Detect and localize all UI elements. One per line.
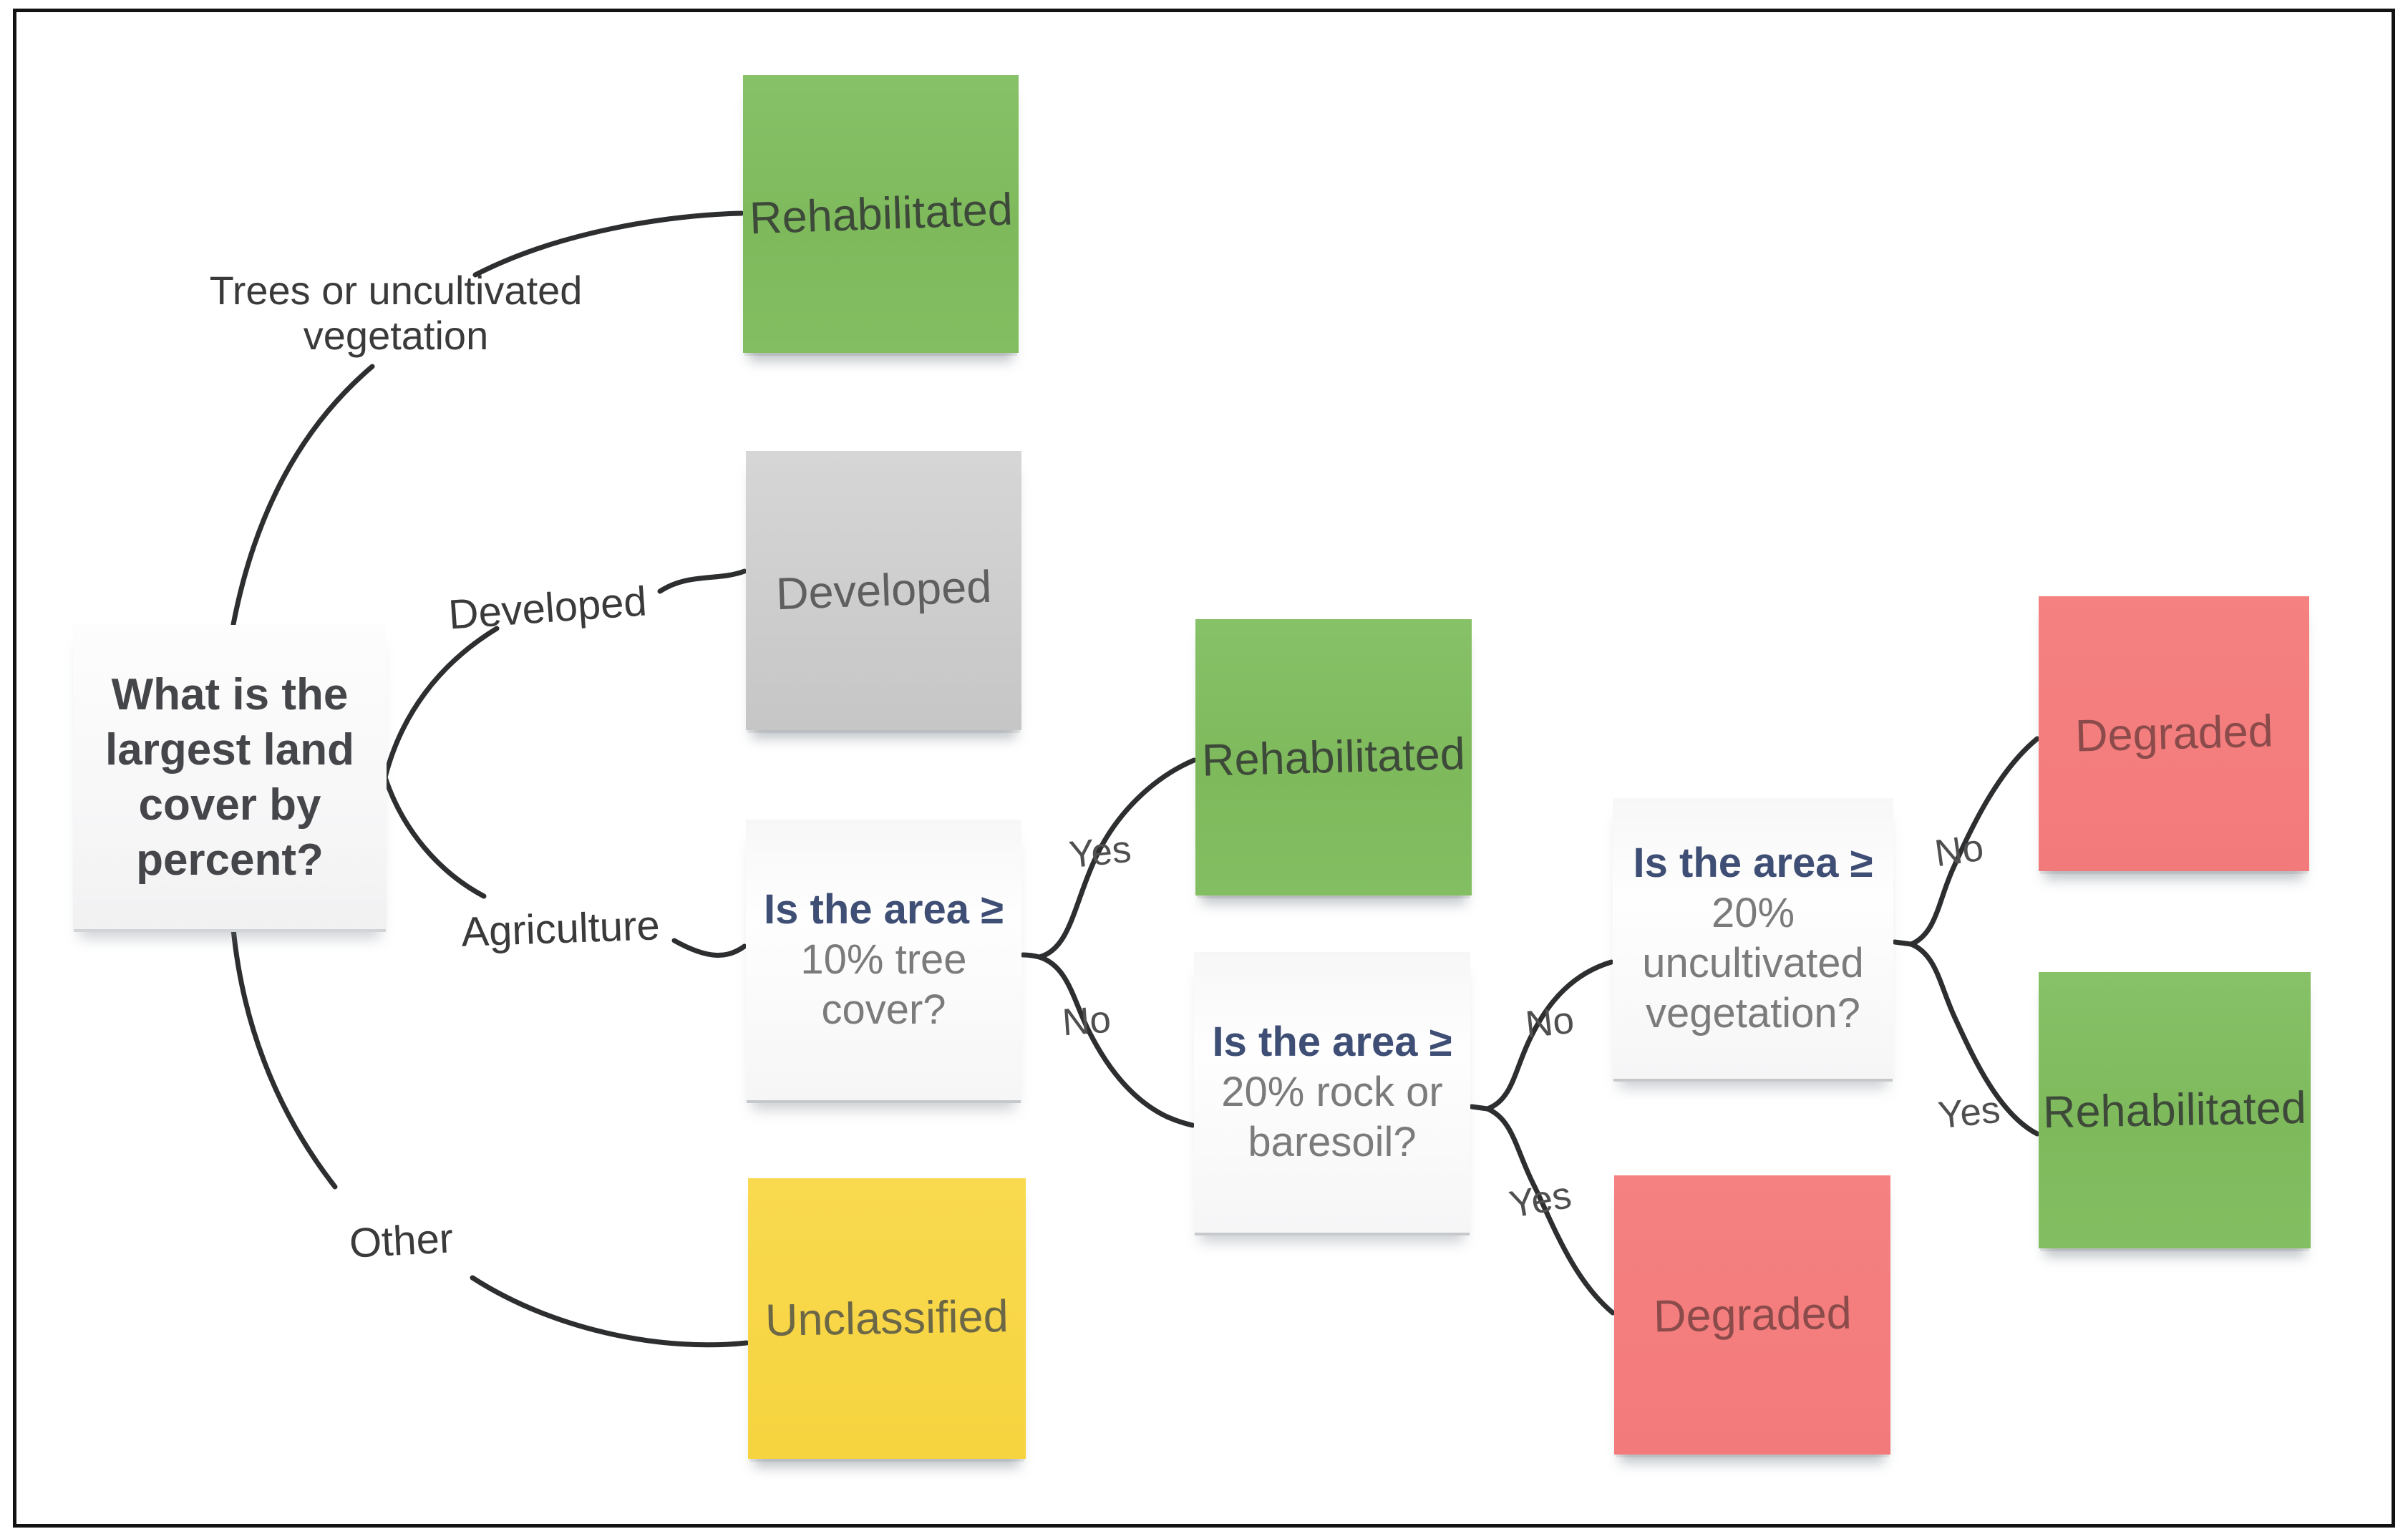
question-rock-baresoil-text: Is the area ≥ 20% rock or baresoil?: [1194, 1017, 1470, 1167]
node-developed-label: Developed: [775, 561, 993, 620]
node-root-question: What is the largest land cover by percen…: [73, 625, 387, 929]
node-degraded-top: Degraded: [2039, 596, 2309, 871]
diagram-border: [13, 9, 2395, 1528]
node-degraded-top-label: Degraded: [2074, 706, 2274, 762]
node-rehabilitated-middle: Rehabilitated: [1195, 619, 1472, 895]
node-rehabilitated-top-label: Rehabilitated: [748, 184, 1014, 244]
question-tree-cover-prefix: Is the area ≥: [764, 886, 1004, 933]
root-question-text: What is the largest land cover by percen…: [105, 669, 354, 885]
question-uncultivated-vegetation-text: Is the area ≥ 20% uncultivated vegetatio…: [1613, 838, 1893, 1039]
node-degraded-bottom-label: Degraded: [1653, 1288, 1852, 1342]
node-rehabilitated-right: Rehabilitated: [2039, 972, 2311, 1248]
node-question-uncultivated-vegetation: Is the area ≥ 20% uncultivated vegetatio…: [1613, 798, 1893, 1079]
branch-label-other: Other: [348, 1215, 455, 1267]
question-rock-baresoil-rest: 20% rock or baresoil?: [1221, 1069, 1443, 1165]
node-unclassified: Unclassified: [748, 1178, 1026, 1459]
node-unclassified-label: Unclassified: [764, 1291, 1009, 1346]
node-rehabilitated-top: Rehabilitated: [743, 75, 1019, 353]
node-rehabilitated-middle-label: Rehabilitated: [1201, 729, 1466, 786]
question-uncultivated-vegetation-rest: 20% uncultivated vegetation?: [1642, 890, 1864, 1036]
node-degraded-bottom: Degraded: [1614, 1175, 1890, 1455]
node-developed: Developed: [746, 451, 1021, 730]
question-tree-cover-text: Is the area ≥ 10% tree cover?: [746, 885, 1021, 1035]
edge-label-q1-no: No: [1061, 998, 1112, 1044]
node-question-tree-cover: Is the area ≥ 10% tree cover?: [746, 820, 1021, 1100]
node-question-rock-baresoil: Is the area ≥ 20% rock or baresoil?: [1194, 952, 1470, 1233]
question-tree-cover-rest: 10% tree cover?: [800, 936, 967, 1033]
branch-label-trees: Trees or uncultivated vegetation: [209, 268, 583, 358]
question-uncultivated-vegetation-prefix: Is the area ≥: [1633, 840, 1873, 886]
node-rehabilitated-right-label: Rehabilitated: [2042, 1082, 2307, 1138]
question-rock-baresoil-prefix: Is the area ≥: [1212, 1019, 1452, 1065]
branch-label-agriculture: Agriculture: [460, 902, 661, 956]
